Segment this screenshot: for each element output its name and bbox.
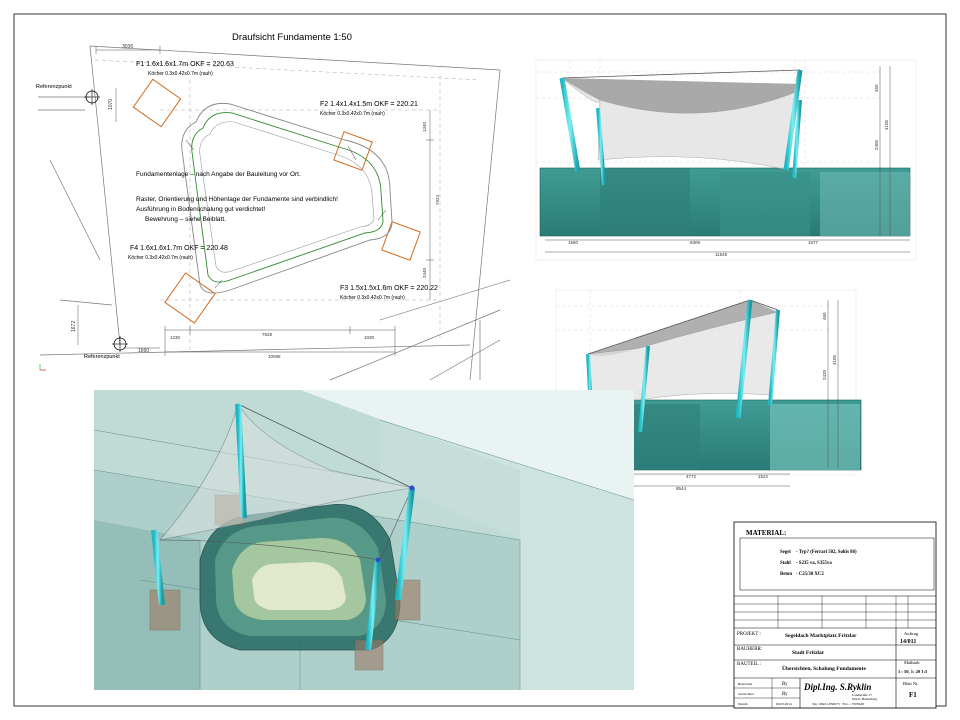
material-segel-label: Segel <box>780 550 791 555</box>
bauherr-label: BAUHERR: <box>737 647 762 652</box>
material-stahl-label: Stahl <box>780 561 791 566</box>
gezeichnet-value: Ry <box>782 692 788 697</box>
elevation-top: 1560 8309 1677 11545 450 4105 2405 <box>535 59 917 261</box>
elev-top-dim-a: 1560 <box>568 240 579 245</box>
reference-point-label-top: Referenzpunkt <box>36 84 72 90</box>
elev-mid-dim-r2: 4105 <box>832 354 837 365</box>
auftrag-value: 14/011 <box>900 639 916 645</box>
dim-left-bottom: 1672 <box>71 321 77 332</box>
material-segel-value: - Typ? (Ferrari 502, Soltis 86) <box>796 550 857 555</box>
reference-point-label-bottom: Referenzpunkt <box>84 354 120 360</box>
dim-bottom-c: 1030 <box>364 335 375 340</box>
company-address-3: Tel.: 06221-850673 · Fax.: -7505048 <box>812 702 864 706</box>
dim-bottom-left: 1690 <box>138 348 149 354</box>
f3-sub-label: Köcher 0.3x0.42x0.7m (rauh) <box>340 295 405 301</box>
plan-title: Draufsicht Fundamente 1:50 <box>232 32 352 43</box>
perspective-3d-view <box>93 390 635 690</box>
foundation-plan: Draufsicht Fundamente 1:50 Referenzpunkt… <box>36 32 511 381</box>
sheet-border <box>13 13 947 707</box>
dim-right-a: 1340 <box>422 121 427 132</box>
datum-label: Datum <box>738 702 748 706</box>
bearbeitet-value: Ry <box>782 682 788 687</box>
dim-top: 3036 <box>122 44 133 50</box>
elev-top-dim-r2: 4105 <box>884 119 889 130</box>
note-grid: Raster, Orientierung und Höhenlage der F… <box>136 196 338 203</box>
bearbeitet-label: Bearbeitet <box>738 682 752 686</box>
gezeichnet-label: Gezeichnet <box>738 692 754 696</box>
f3-label: F3 1.5x1.5x1.6m OKF = 220.22 <box>340 285 438 292</box>
material-stahl-value: - S235 va, S355va <box>796 561 832 566</box>
datum-value: 06.03.2014 <box>776 702 792 706</box>
note-reinforcement: Bewehrung – siehe Beiblatt. <box>145 216 226 223</box>
projekt-value: Segeldach Marktplatz Fritzlar <box>785 633 857 639</box>
bauteil-value: Übersichten, Schalung Fundamente <box>782 665 866 672</box>
f4-sub-label: Köcher 0.3x0.42x0.7m (rauh) <box>128 255 193 261</box>
f1-sub-label: Köcher 0.3x0.42x0.7m (rauh) <box>148 71 213 77</box>
elev-top-dim-total: 11545 <box>715 252 728 257</box>
elevation-mid: 2450 4772 1522 8544 460 4105 2420 <box>555 289 862 491</box>
elev-mid-dim-b: 4772 <box>686 474 697 479</box>
f1-label: F1 1.6x1.6x1.7m OKF = 220.63 <box>136 61 234 68</box>
note-position: Fundamentenlage – nach Angabe der Baulei… <box>136 171 301 178</box>
elev-top-dim-r1: 450 <box>874 84 879 92</box>
material-beton-value: - C25/30 XC2 <box>796 572 824 577</box>
massstab-value: 1 : 50, 1: 20 1:5 <box>898 669 928 674</box>
material-heading: MATERIAL: <box>746 529 786 537</box>
company-address-2: 69121 Heidelberg <box>852 697 877 701</box>
dim-bottom-b: 7828 <box>262 332 273 337</box>
f2-sub-label: Köcher 0.3x0.42x0.7m (rauh) <box>320 111 385 117</box>
dim-bottom-total: 10088 <box>268 354 281 359</box>
dim-right-c: 2440 <box>422 267 427 278</box>
elev-top-dim-c: 1677 <box>808 240 819 245</box>
f2-label: F2 1.4x1.4x1.5m OKF = 220.21 <box>320 101 418 108</box>
bauteil-label: BAUTEIL : <box>737 662 761 667</box>
elev-mid-dim-r1: 460 <box>822 312 827 320</box>
note-execution: Ausführung in Bodenschalung gut verdicht… <box>136 206 266 213</box>
elev-mid-dim-r3: 2420 <box>822 369 827 380</box>
blatt-label: Blatt Nr. <box>903 681 919 686</box>
elev-top-dim-r3: 2405 <box>874 139 879 150</box>
dim-left-top: 1070 <box>108 99 114 110</box>
title-block: MATERIAL: Segel - Typ? (Ferrari 502, Sol… <box>733 521 937 709</box>
company-name: Dipl.Ing. S.Ryklin <box>803 682 871 692</box>
dim-right-b: 7924 <box>435 194 440 205</box>
dim-bottom-a: 1230 <box>170 335 181 340</box>
elev-mid-dim-total: 8544 <box>676 486 687 491</box>
company-address-1: Landstraße 17 <box>852 693 872 697</box>
massstab-label: Maßstab <box>904 660 920 665</box>
projekt-label: PROJEKT : <box>737 632 761 637</box>
auftrag-label: Auftrag <box>904 631 919 636</box>
blatt-value: F1 <box>909 691 917 699</box>
f4-label: F4 1.6x1.6x1.7m OKF = 220.48 <box>130 245 228 252</box>
material-beton-label: Beton <box>780 572 792 577</box>
elev-mid-dim-c: 1522 <box>758 474 769 479</box>
elev-top-dim-b: 8309 <box>690 240 701 245</box>
bauherr-value: Stadt Fritzlar <box>792 650 825 656</box>
